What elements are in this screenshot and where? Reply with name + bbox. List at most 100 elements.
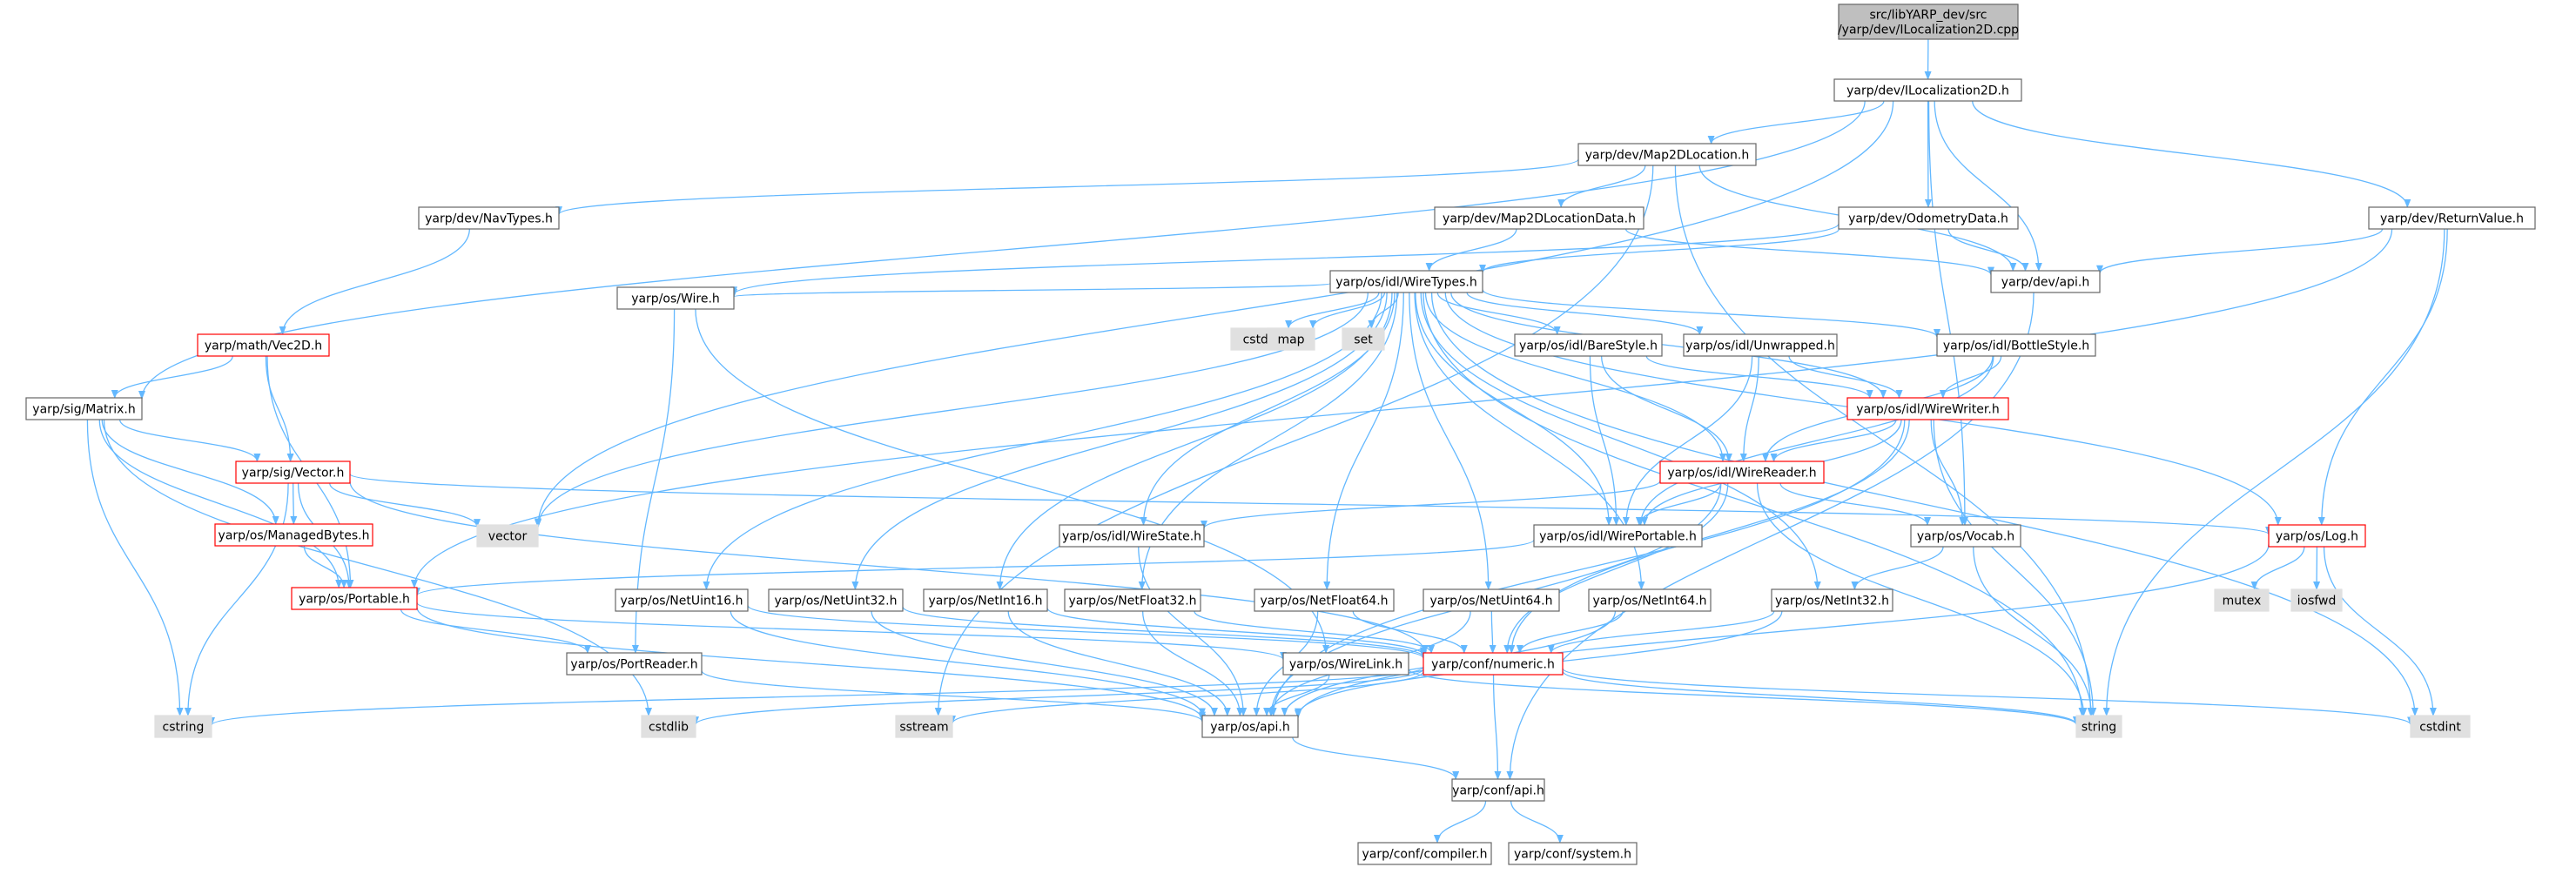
edge-numeric-to-sstream [949, 671, 1424, 724]
node-navtypes[interactable]: yarp/dev/NavTypes.h [418, 206, 560, 230]
node-managed[interactable]: yarp/os/ManagedBytes.h [214, 523, 373, 547]
node-netfloat32[interactable]: yarp/os/NetFloat32.h [1064, 588, 1201, 612]
node-log[interactable]: yarp/os/Log.h [2268, 524, 2366, 548]
edge-vec2d-to-vector_h [265, 355, 294, 462]
edge-netint64-to-numeric [1516, 610, 1624, 654]
node-box [1659, 461, 1825, 484]
node-box [1357, 842, 1492, 865]
edge-portable-to-osapi [416, 607, 1206, 721]
edge-matrix-to-portable [98, 419, 343, 588]
node-box [1423, 588, 1560, 612]
node-cstring[interactable]: cstring [154, 715, 212, 738]
node-netfloat64[interactable]: yarp/os/NetFloat64.h [1254, 588, 1395, 612]
edge-log-to-mutex [2250, 546, 2305, 590]
node-vec2d[interactable]: yarp/math/Vec2D.h [197, 333, 330, 357]
node-cstdlib[interactable]: cstdlib [641, 715, 696, 738]
node-matrix[interactable]: yarp/sig/Matrix.h [25, 397, 143, 420]
node-box [1329, 270, 1483, 293]
node-bottlestyle[interactable]: yarp/os/idl/BottleStyle.h [1936, 333, 2096, 357]
node-netint32[interactable]: yarp/os/NetInt32.h [1771, 588, 1893, 612]
node-odom[interactable]: yarp/dev/OdometryData.h [1838, 206, 2019, 230]
node-vector[interactable]: vector [476, 524, 539, 548]
node-osapi[interactable]: yarp/os/api.h [1201, 715, 1299, 738]
node-mutex[interactable]: mutex [2214, 588, 2270, 612]
edge-wiretypes-to-wire [730, 282, 1331, 298]
node-wire[interactable]: yarp/os/Wire.h [616, 286, 735, 310]
edge-map2dloc-to-map2dlocdata [1557, 165, 1646, 208]
node-wirewriter[interactable]: yarp/os/idl/WireWriter.h [1846, 397, 2009, 420]
edge-wiretypes-to-map [1309, 292, 1386, 329]
node-label: yarp/os/idl/WireTypes.h [1335, 276, 1476, 290]
node-box [214, 523, 373, 547]
edge-wiretypes-to-cstdio [1285, 292, 1380, 329]
node-compiler[interactable]: yarp/conf/compiler.h [1357, 842, 1492, 865]
edge-unwrapped-to-wirewriter [1788, 355, 1903, 399]
node-cstdint[interactable]: cstdint [2410, 715, 2471, 738]
edge-numeric-to-cstdint [1562, 668, 2414, 726]
node-box [2214, 588, 2270, 612]
node-iosfwd[interactable]: iosfwd [2290, 588, 2343, 612]
node-devapi[interactable]: yarp/dev/api.h [1990, 270, 2101, 293]
node-netint64[interactable]: yarp/os/NetInt64.h [1588, 588, 1712, 612]
node-map[interactable]: map [1267, 327, 1315, 351]
node-portable[interactable]: yarp/os/Portable.h [291, 587, 418, 610]
node-wiretypes[interactable]: yarp/os/idl/WireTypes.h [1329, 270, 1483, 293]
node-retval[interactable]: yarp/dev/ReturnValue.h [2368, 206, 2536, 230]
node-label: yarp/os/idl/WireWriter.h [1856, 403, 1999, 417]
node-box [1282, 652, 1409, 676]
edge-bottlestyle-to-wireportable [1637, 355, 1994, 526]
node-label: yarp/os/Log.h [2276, 530, 2358, 544]
edge-iloc-to-vector [535, 100, 1894, 528]
node-netuint16[interactable]: yarp/os/NetUint16.h [615, 588, 749, 612]
node-vector_h[interactable]: yarp/sig/Vector.h [235, 461, 351, 484]
node-box [25, 397, 143, 420]
node-confapi[interactable]: yarp/conf/api.h [1451, 778, 1545, 802]
edge-netuint64-to-numeric [1489, 610, 1497, 654]
node-box [2268, 524, 2366, 548]
node-box [1342, 327, 1385, 351]
node-string[interactable]: string [2075, 715, 2122, 738]
node-netuint64[interactable]: yarp/os/NetUint64.h [1423, 588, 1560, 612]
node-label: yarp/os/idl/WirePortable.h [1539, 530, 1697, 544]
node-box [2410, 715, 2471, 738]
edge-navtypes-to-vec2d [279, 228, 470, 335]
node-wirestate[interactable]: yarp/os/idl/WireState.h [1059, 524, 1205, 548]
edge-vocab-to-netint32 [1851, 546, 1944, 590]
node-set[interactable]: set [1342, 327, 1385, 351]
edge-wiretypes-to-wirewriter [1450, 292, 1887, 399]
node-label: string [2082, 721, 2116, 735]
edge-wirereader-to-numeric [1503, 482, 1729, 654]
node-label: yarp/dev/api.h [2001, 276, 2089, 290]
node-vocab[interactable]: yarp/os/Vocab.h [1910, 524, 2021, 548]
edge-wiretypes-to-unwrapped [1466, 292, 1704, 335]
node-sstream[interactable]: sstream [895, 715, 953, 738]
node-label: yarp/os/NetFloat32.h [1068, 595, 1196, 608]
node-box [923, 588, 1048, 612]
node-box [154, 715, 212, 738]
node-wirereader[interactable]: yarp/os/idl/WireReader.h [1659, 461, 1825, 484]
node-label: sstream [899, 721, 948, 735]
node-map2dlocdata[interactable]: yarp/dev/Map2DLocationData.h [1434, 206, 1644, 230]
node-netuint32[interactable]: yarp/os/NetUint32.h [768, 588, 904, 612]
node-portreader[interactable]: yarp/os/PortReader.h [566, 652, 703, 676]
node-map2dloc[interactable]: yarp/dev/Map2DLocation.h [1577, 143, 1757, 166]
node-wirelink[interactable]: yarp/os/WireLink.h [1282, 652, 1409, 676]
node-iloc[interactable]: yarp/dev/ILocalization2D.h [1833, 78, 2022, 102]
node-label: /yarp/dev/ILocalization2D.cpp [1838, 24, 2019, 37]
node-bare[interactable]: yarp/os/idl/BareStyle.h [1514, 333, 1663, 357]
node-numeric[interactable]: yarp/conf/numeric.h [1423, 652, 1564, 676]
node-wireportable[interactable]: yarp/os/idl/WirePortable.h [1533, 524, 1703, 548]
node-box [476, 524, 539, 548]
node-unwrapped[interactable]: yarp/os/idl/Unwrapped.h [1683, 333, 1838, 357]
node-label: yarp/dev/NavTypes.h [425, 212, 553, 226]
edge-numeric-to-cstring [208, 666, 1424, 726]
node-system[interactable]: yarp/conf/system.h [1508, 842, 1638, 865]
node-netint16[interactable]: yarp/os/NetInt16.h [923, 588, 1048, 612]
edge-wirewriter-to-string [1933, 419, 2097, 716]
node-label: yarp/os/idl/BottleStyle.h [1943, 340, 2089, 353]
edge-wiretypes-to-wirereader [1424, 292, 1726, 462]
edge-wirewriter-to-vocab [1930, 419, 1967, 526]
node-root[interactable]: src/libYARP_dev/src/yarp/dev/ILocalizati… [1838, 3, 2019, 40]
edge-iloc-to-vocab [1927, 100, 1968, 526]
node-box [1838, 3, 2019, 40]
